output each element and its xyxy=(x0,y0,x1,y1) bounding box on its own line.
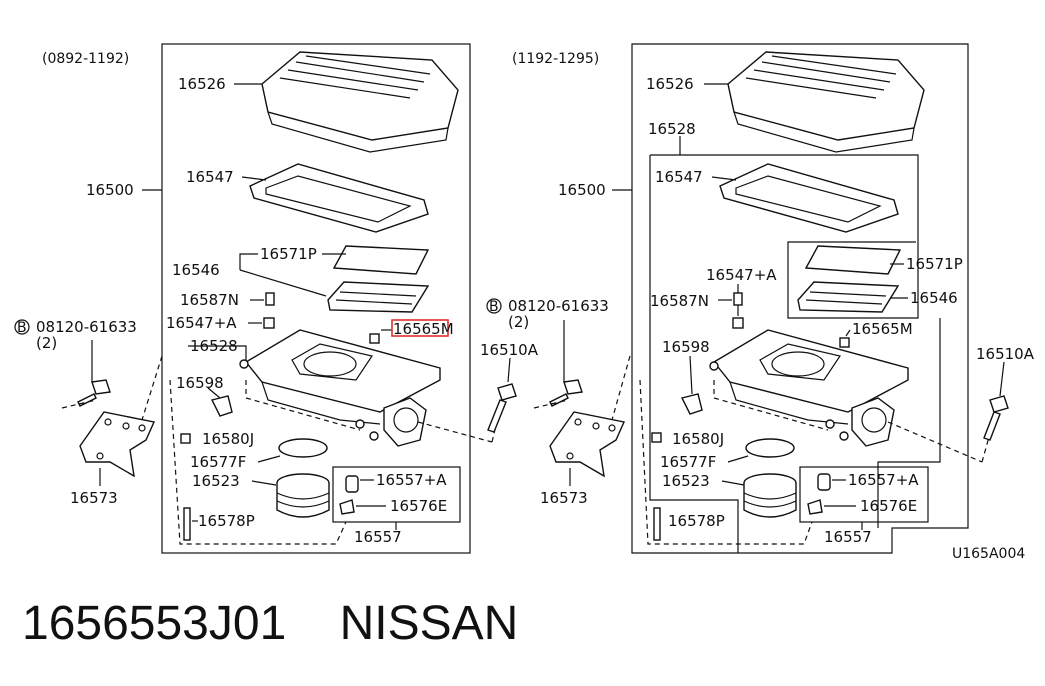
bolt-16510A xyxy=(487,383,517,433)
left-label-16573: 16573 xyxy=(70,489,118,507)
left-highlight-16565M xyxy=(391,319,449,337)
right-bolt-mark xyxy=(486,298,502,314)
clip-16587N xyxy=(265,292,275,306)
right-label-16578P: 16578P xyxy=(668,512,725,530)
right-hose-clamp xyxy=(745,438,795,458)
right-label-16526: 16526 xyxy=(646,75,694,93)
right-date-range: (1192-1295) xyxy=(512,51,599,67)
brand-name: NISSAN xyxy=(339,597,519,650)
right-label-16547A: 16547+A xyxy=(706,266,777,284)
right-lower-housing xyxy=(709,329,909,447)
gasket xyxy=(249,163,429,233)
svg-text:B: B xyxy=(489,299,499,315)
right-intake-hose xyxy=(743,473,797,518)
right-assembly: (1192-1295) 16526 16528 16547 16500 1657… xyxy=(486,43,1035,562)
left-label-16577F: 16577F xyxy=(190,453,246,471)
intake-hose xyxy=(276,473,330,518)
left-label-16526: 16526 xyxy=(178,75,226,93)
left-label-16565M: 16565M xyxy=(393,320,454,338)
left-assembly: (0892-1192) 16526 16547 16500 16571P 165… xyxy=(14,43,539,554)
left-label-bolt: 08120-61633 xyxy=(36,318,137,336)
right-label-bolt: 08120-61633 xyxy=(508,297,609,315)
right-frame xyxy=(631,43,969,554)
left-label-16580J: 16580J xyxy=(202,430,254,448)
right-filter-lower xyxy=(797,281,900,313)
left-label-16598: 16598 xyxy=(176,374,224,392)
left-bolt-mark xyxy=(14,319,30,335)
right-label-16547: 16547 xyxy=(655,168,703,186)
right-label-16577F: 16577F xyxy=(660,453,716,471)
svg-text:B: B xyxy=(17,320,27,336)
air-cleaner-cover xyxy=(261,51,459,153)
right-label-16598: 16598 xyxy=(662,338,710,356)
left-frame xyxy=(161,43,471,554)
air-cleaner-lower-housing xyxy=(239,329,441,447)
pin-16578P xyxy=(183,507,191,541)
right-label-16523: 16523 xyxy=(662,472,710,490)
right-label-16580J: 16580J xyxy=(672,430,724,448)
hose-clamp xyxy=(278,438,328,458)
right-clip-16598 xyxy=(680,393,703,415)
bracket-16573 xyxy=(79,411,155,478)
right-valve-16557A xyxy=(807,473,831,515)
right-label-16565M: 16565M xyxy=(852,320,913,338)
seal-16547A xyxy=(263,317,275,329)
right-pin-16578P xyxy=(653,507,661,541)
right-label-16587N: 16587N xyxy=(650,292,709,310)
right-label-16528: 16528 xyxy=(648,120,696,138)
left-label-16547A: 16547+A xyxy=(166,314,237,332)
left-label-16578P: 16578P xyxy=(198,512,255,530)
filter-element-upper xyxy=(332,245,430,275)
filter-element-lower xyxy=(327,281,430,313)
right-gasket xyxy=(719,163,899,233)
right-label-16557: 16557 xyxy=(824,528,872,546)
left-label-16557A: 16557+A xyxy=(376,471,447,489)
right-air-cleaner-cover xyxy=(727,51,925,153)
caption: 1656553J01 NISSAN xyxy=(22,596,518,651)
right-label-bolt-qty: (2) xyxy=(508,313,529,331)
left-label-16546: 16546 xyxy=(172,261,220,279)
left-label-16576E: 16576E xyxy=(390,497,447,515)
clip-16598 xyxy=(210,395,233,417)
left-label-16587N: 16587N xyxy=(180,291,239,309)
right-label-16571P: 16571P xyxy=(906,255,963,273)
right-bolt-16510A xyxy=(983,395,1009,441)
reference-code: U165A004 xyxy=(952,546,1025,562)
part-number: 1656553J01 xyxy=(22,597,287,650)
left-label-bolt-qty: (2) xyxy=(36,334,57,352)
left-label-16510A: 16510A xyxy=(480,341,539,359)
right-label-16573: 16573 xyxy=(540,489,588,507)
left-label-16557: 16557 xyxy=(354,528,402,546)
right-label-16546: 16546 xyxy=(910,289,958,307)
right-filter-upper xyxy=(804,245,902,275)
right-label-16500: 16500 xyxy=(558,181,606,199)
right-label-16510A: 16510A xyxy=(976,345,1035,363)
left-label-16528: 16528 xyxy=(190,337,238,355)
right-inner-frame xyxy=(649,154,941,553)
valve-16557A xyxy=(339,475,359,515)
right-label-16576E: 16576E xyxy=(860,497,917,515)
left-label-16500: 16500 xyxy=(86,181,134,199)
right-bracket-16573 xyxy=(549,411,625,478)
right-bolt xyxy=(549,379,583,407)
right-label-16557A: 16557+A xyxy=(848,471,919,489)
left-date-range: (0892-1192) xyxy=(42,51,129,67)
left-label-16547: 16547 xyxy=(186,168,234,186)
left-label-16571P: 16571P xyxy=(260,245,317,263)
left-label-16523: 16523 xyxy=(192,472,240,490)
right-box-16557 xyxy=(799,466,929,523)
left-bolt xyxy=(77,379,111,407)
